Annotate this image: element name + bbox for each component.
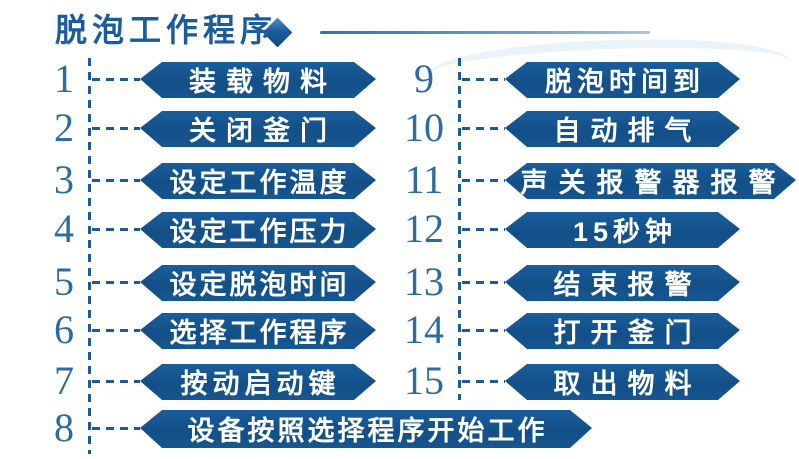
step-number: 5 bbox=[54, 259, 74, 304]
step-label: 按动启动键 bbox=[180, 368, 341, 399]
step-pill: 选择工作程序 bbox=[140, 311, 376, 349]
step-row-14: 14 打开釜门 bbox=[398, 307, 740, 352]
step-pill: 设定工作压力 bbox=[140, 210, 376, 248]
step-row-7: 7 按动启动键 bbox=[40, 358, 376, 403]
step-number: 6 bbox=[54, 307, 74, 352]
step-row-12: 12 15秒钟 bbox=[398, 206, 740, 251]
step-label: 打开釜门 bbox=[553, 317, 702, 348]
step-row-5: 5 设定脱泡时间 bbox=[40, 259, 376, 304]
dashed-connector bbox=[462, 77, 505, 81]
step-pill: 自动排气 bbox=[505, 109, 740, 147]
dashed-connector bbox=[92, 178, 140, 182]
step-pill: 设定脱泡时间 bbox=[140, 263, 376, 301]
step-pill: 取出物料 bbox=[505, 362, 740, 400]
step-number: 4 bbox=[54, 206, 74, 251]
step-number: 12 bbox=[404, 206, 444, 251]
step-number: 7 bbox=[54, 358, 74, 403]
dashed-connector bbox=[92, 328, 140, 332]
step-number: 3 bbox=[54, 157, 74, 202]
left-dashed-line bbox=[88, 58, 91, 454]
step-row-13: 13 结束报警 bbox=[398, 259, 740, 304]
page-title: 脱泡工作程序 bbox=[55, 12, 278, 48]
step-row-4: 4 设定工作压力 bbox=[40, 206, 376, 251]
step-label: 设定脱泡时间 bbox=[169, 269, 350, 300]
dashed-connector bbox=[462, 227, 505, 231]
step-number: 1 bbox=[54, 56, 74, 101]
step-label: 装载物料 bbox=[189, 66, 337, 97]
dashed-connector bbox=[462, 126, 505, 130]
right-dashed-line bbox=[458, 58, 461, 400]
step-label: 15秒钟 bbox=[572, 216, 678, 247]
step-pill: 装载物料 bbox=[140, 60, 376, 98]
dashed-connector bbox=[92, 126, 140, 130]
step-number: 2 bbox=[54, 105, 74, 150]
dashed-connector bbox=[92, 379, 140, 383]
step-label: 结束报警 bbox=[553, 269, 702, 300]
step-number: 8 bbox=[54, 405, 74, 450]
step-label: 选择工作程序 bbox=[169, 317, 350, 348]
dashed-connector bbox=[462, 379, 505, 383]
step-label: 自动排气 bbox=[553, 115, 702, 146]
dashed-connector bbox=[462, 328, 505, 332]
dashed-connector bbox=[92, 280, 140, 284]
step-pill: 设定工作温度 bbox=[140, 161, 376, 199]
step-row-1: 1 装载物料 bbox=[40, 56, 376, 101]
step-label: 关闭釜门 bbox=[189, 115, 337, 146]
step-pill: 按动启动键 bbox=[140, 362, 376, 400]
step-label: 取出物料 bbox=[553, 368, 702, 399]
step-number: 15 bbox=[404, 358, 444, 403]
step-pill: 15秒钟 bbox=[505, 210, 740, 248]
dashed-connector bbox=[92, 227, 140, 231]
step-label: 声关报警器报警 bbox=[520, 167, 787, 198]
step-pill: 打开釜门 bbox=[505, 311, 740, 349]
step-label: 设备按照选择程序开始工作 bbox=[187, 415, 548, 446]
step-number: 14 bbox=[404, 307, 444, 352]
step-pill: 声关报警器报警 bbox=[505, 161, 796, 199]
step-label: 脱泡时间到 bbox=[545, 66, 705, 97]
step-pill: 关闭釜门 bbox=[140, 109, 376, 147]
step-number: 9 bbox=[414, 56, 434, 101]
step-row-10: 10 自动排气 bbox=[398, 105, 740, 150]
step-number: 11 bbox=[404, 157, 444, 202]
title-rule bbox=[320, 31, 650, 34]
step-row-15: 15 取出物料 bbox=[398, 358, 740, 403]
dashed-connector bbox=[92, 77, 140, 81]
step-row-2: 2 关闭釜门 bbox=[40, 105, 376, 150]
dashed-connector bbox=[92, 426, 140, 430]
dashed-connector bbox=[462, 178, 505, 182]
step-row-6: 6 选择工作程序 bbox=[40, 307, 376, 352]
step-row-11: 11 声关报警器报警 bbox=[398, 157, 796, 202]
step-label: 设定工作压力 bbox=[169, 216, 350, 247]
step-number: 10 bbox=[404, 105, 444, 150]
step-row-9: 9 脱泡时间到 bbox=[398, 56, 740, 101]
step-row-3: 3 设定工作温度 bbox=[40, 157, 376, 202]
dashed-connector bbox=[462, 280, 505, 284]
step-label: 设定工作温度 bbox=[169, 167, 350, 198]
step-pill: 结束报警 bbox=[505, 263, 740, 301]
step-number: 13 bbox=[404, 259, 444, 304]
step-row-8: 8 设备按照选择程序开始工作 bbox=[40, 408, 592, 448]
step-pill: 设备按照选择程序开始工作 bbox=[140, 408, 592, 448]
step-pill: 脱泡时间到 bbox=[505, 60, 740, 98]
